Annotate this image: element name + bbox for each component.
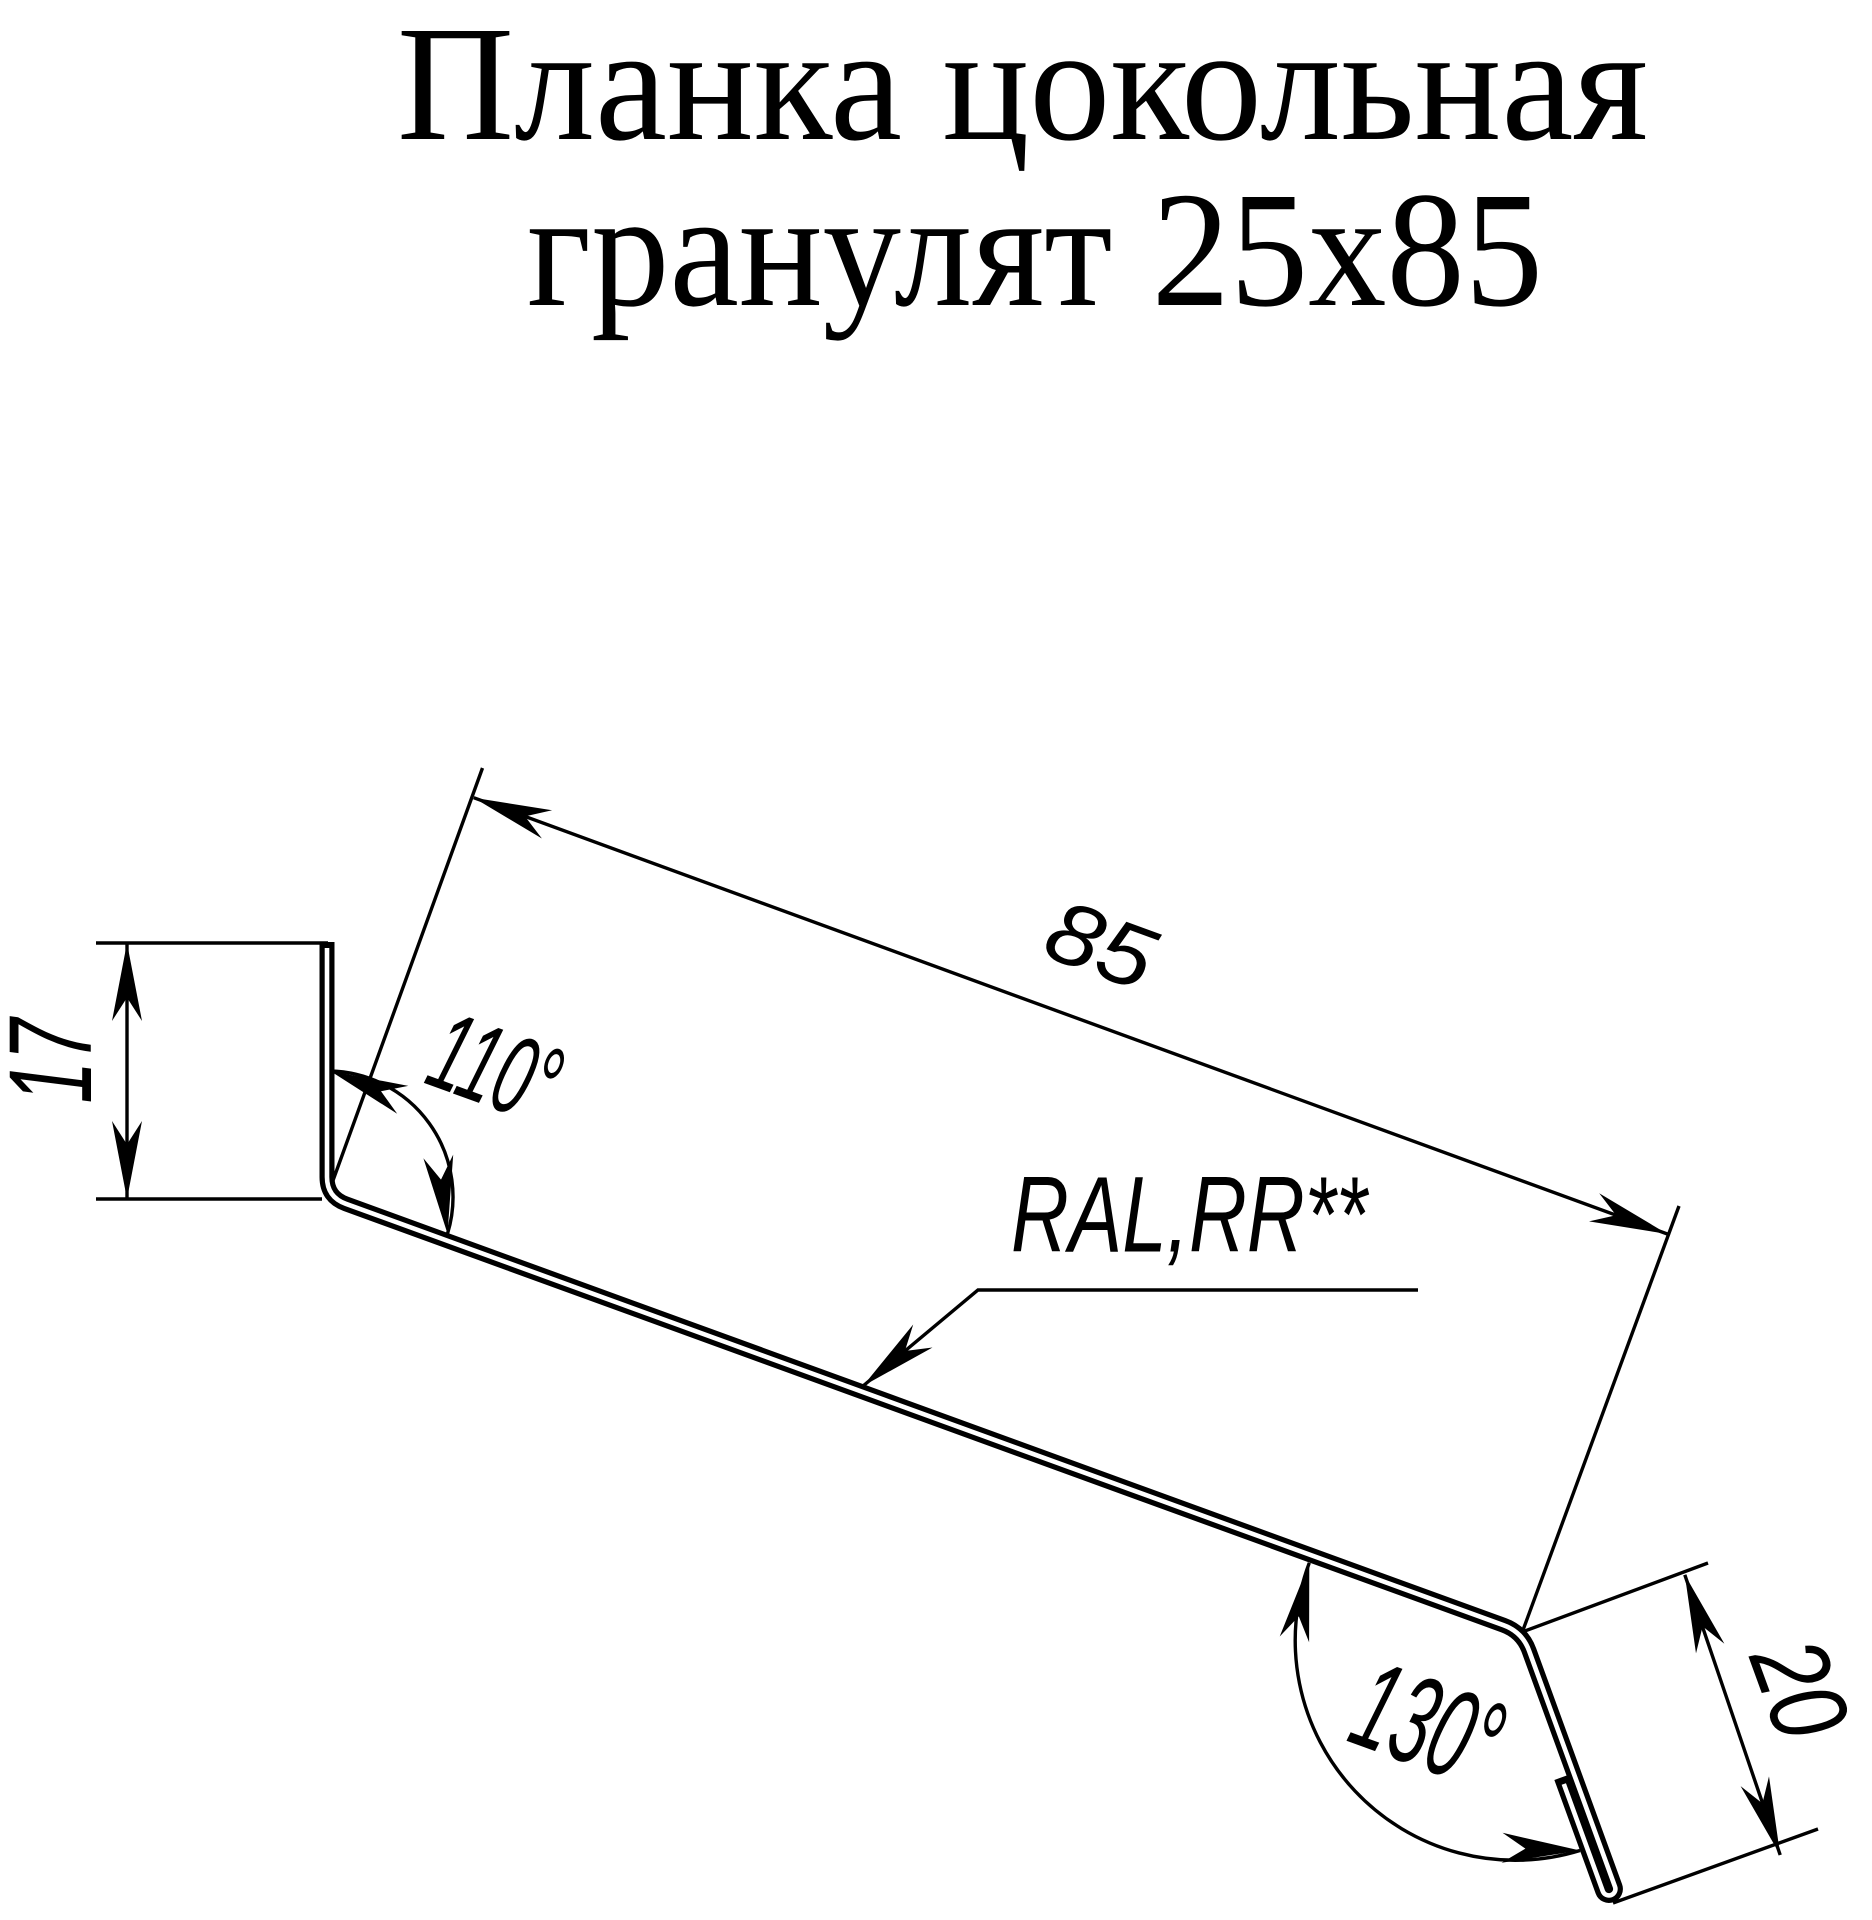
angle-130-arrow-right: [1501, 1832, 1580, 1863]
angle-110-arrow-top: [330, 1071, 409, 1114]
angle-110-arc: [330, 1069, 455, 1235]
leader-ral-arrow: [863, 1324, 933, 1386]
angle-130-arrow-left: [1279, 1562, 1310, 1643]
angle-130-label: 130°: [1336, 1633, 1521, 1815]
drawing-labels: Планка цокольная гранулят 25х85 17 85 11…: [0, 0, 1872, 1815]
dim-85-arrow-left: [473, 797, 553, 839]
dim-85-label: 85: [1033, 879, 1169, 1009]
leader-ral: [861, 1288, 1418, 1388]
dim-17-arrow-bottom: [112, 1121, 142, 1199]
dim-20-arrow-top: [1684, 1574, 1725, 1654]
dim-85-extension-left: [325, 767, 485, 1198]
dim-20-extension-top: [1521, 1561, 1709, 1634]
dim-85-extension-right: [1520, 1205, 1681, 1633]
dim-17-arrow-top: [112, 943, 142, 1021]
dim-85-arrow-right: [1589, 1193, 1668, 1234]
dim-20-arrow-bottom: [1740, 1776, 1781, 1855]
angle-110-label: 110°: [414, 987, 577, 1148]
angle-110-arrow-bottom: [423, 1154, 454, 1234]
dim-17-label: 17: [0, 1016, 117, 1104]
dim-20-extension-bottom: [1612, 1827, 1819, 1905]
profile-sheet-core: [324, 948, 1618, 1898]
dim-85-line: [473, 796, 1668, 1236]
dim-20-label: 20: [1727, 1623, 1872, 1754]
coating-label: RAL,RR**: [1011, 1154, 1369, 1275]
dimension-arrows: [112, 797, 1781, 1863]
profile-sheet: [319, 942, 1623, 1903]
title-line1: Планка цокольная: [397, 0, 1648, 175]
title-line2: гранулят 25х85: [527, 158, 1543, 341]
